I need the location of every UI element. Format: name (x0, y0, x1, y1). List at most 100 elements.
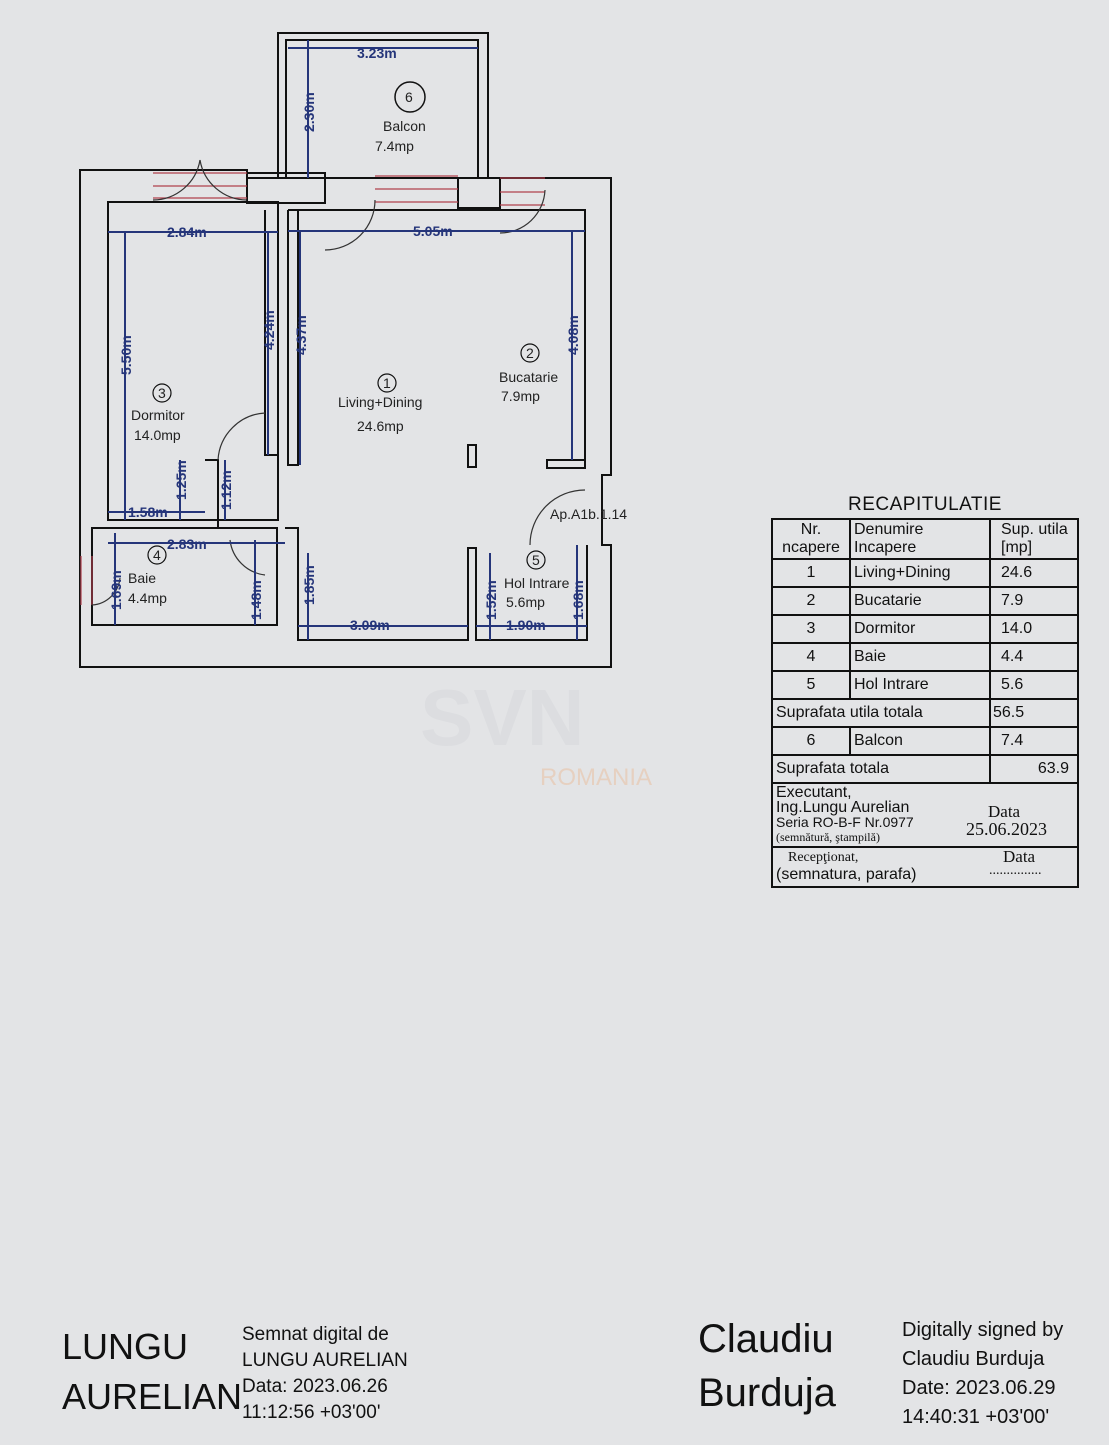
dim-dormitor-length: 5.50m (118, 335, 134, 375)
engineer-serie: Seria RO-B-F Nr.0977 (776, 814, 914, 830)
signer-right-name1: Claudiu (698, 1317, 834, 1361)
receptionat-note: (semnatura, parafa) (776, 866, 917, 883)
room-labels: 6 Balcon 7.4mp 1 Living+Dining 24.6mp 2 … (128, 81, 627, 610)
windows (80, 172, 545, 605)
dim-living-width: 5.05m (413, 223, 453, 239)
apartment-id: Ap.A1b.1.14 (550, 506, 627, 522)
engineer-name: Ing.Lungu Aurelian (776, 799, 910, 816)
room-5-area: 5.6mp (506, 594, 545, 610)
header-name: Denumire Incapere (849, 518, 991, 560)
dim-balcon-depth: 2.30m (301, 92, 317, 132)
cell-nr: 6 (771, 726, 851, 756)
dim-309: 3.09m (350, 617, 390, 633)
cell-area: 7.9 (989, 586, 1079, 616)
sig-right-line3: Date: 2023.06.29 (902, 1377, 1056, 1399)
data-value: 25.06.2023 (966, 819, 1047, 839)
subtotal-value: 56.5 (989, 698, 1079, 728)
cell-name: Hol Intrare (849, 670, 991, 700)
signature-right-name: Claudiu Burduja (698, 1312, 836, 1420)
sig-right-line1: Digitally signed by (902, 1319, 1064, 1341)
dim-169: 1.69m (108, 570, 124, 610)
dim-168: 1.68m (570, 580, 586, 620)
sig-left-line2: LUNGU AURELIAN (242, 1350, 408, 1371)
dim-148: 1.48m (248, 580, 264, 620)
dim-125: 1.25m (173, 460, 189, 500)
data-blank: ............... (989, 863, 1042, 878)
receptionat-label: Recepţionat, (788, 850, 859, 865)
cell-name: Dormitor (849, 614, 991, 644)
cell-area: 14.0 (989, 614, 1079, 644)
data-label: Data (988, 802, 1021, 821)
sig-right-line4: 14:40:31 +03'00' (902, 1406, 1050, 1428)
dim-152: 1.52m (483, 580, 499, 620)
sig-left-line4: 11:12:56 +03'00' (242, 1402, 381, 1423)
sig-left-line3: Data: 2023.06.26 (242, 1376, 388, 1397)
dim-190: 1.90m (506, 617, 546, 633)
sig-left-line1: Semnat digital de (242, 1324, 389, 1345)
total-value: 63.9 (989, 754, 1079, 784)
header-nr: Nr. ncapere (771, 518, 851, 560)
cell-nr: 5 (771, 670, 851, 700)
recapitulation-table: RECAPITULATIE Nr. ncapere Denumire Incap… (771, 494, 1079, 888)
signature-left-name: LUNGU AURELIAN (62, 1322, 242, 1422)
cell-name: Living+Dining (849, 558, 991, 588)
signature-right-details: Digitally signed by Claudiu Burduja Date… (902, 1316, 1063, 1432)
dim-185: 1.85m (301, 565, 317, 605)
dimension-labels: 3.23m 2.30m 2.84m 5.05m 5.50m 4.24m 4.37… (108, 45, 586, 633)
cell-name: Baie (849, 642, 991, 672)
door-swings (91, 159, 586, 606)
subtotal-label: Suprafata utila totala (771, 698, 991, 728)
signer-right-name2: Burduja (698, 1371, 836, 1415)
header-area: Sup. utila [mp] (989, 518, 1079, 560)
room-1-nr: 1 (383, 375, 391, 391)
room-2-area: 7.9mp (501, 388, 540, 404)
sig-right-line2: Claudiu Burduja (902, 1348, 1045, 1370)
room-4-nr: 4 (153, 547, 161, 563)
watermark-logo: SVN ROMANIA (420, 672, 652, 792)
dimension-lines (108, 40, 587, 640)
cell-nr: 4 (771, 642, 851, 672)
dim-437: 4.37m (293, 315, 309, 355)
data-label-2: Data (1003, 847, 1036, 866)
signature-left-details: Semnat digital de LUNGU AURELIAN Data: 2… (242, 1322, 408, 1426)
room-2-name: Bucatarie (499, 369, 558, 385)
executant-row: Executant, Ing.Lungu Aurelian Seria RO-B… (771, 782, 1079, 848)
dim-158: 1.58m (128, 504, 168, 520)
executant-label: Executant, (776, 784, 852, 801)
watermark-sub: ROMANIA (540, 764, 653, 791)
cell-area: 4.4 (989, 642, 1079, 672)
room-6-name: Balcon (383, 118, 426, 134)
room-1-area: 24.6mp (357, 418, 404, 434)
dim-112: 1.12m (218, 470, 234, 510)
dim-baie-width: 2.83m (167, 536, 207, 552)
room-1-name: Living+Dining (338, 394, 422, 410)
room-5-nr: 5 (532, 552, 540, 568)
cell-area: 24.6 (989, 558, 1079, 588)
cell-name: Balcon (849, 726, 991, 756)
room-2-nr: 2 (526, 345, 534, 361)
receptionat-row: Recepţionat, (semnatura, parafa) Data ..… (771, 846, 1079, 888)
room-6-nr: 6 (405, 89, 413, 105)
dim-balcon-width: 3.23m (357, 45, 397, 61)
signer-left-name1: LUNGU (62, 1326, 189, 1367)
dim-424: 4.24m (261, 310, 277, 350)
cell-nr: 2 (771, 586, 851, 616)
room-6-area: 7.4mp (375, 138, 414, 154)
cell-area: 7.4 (989, 726, 1079, 756)
dim-dormitor-width: 2.84m (167, 224, 207, 240)
room-3-area: 14.0mp (134, 427, 181, 443)
room-4-name: Baie (128, 570, 156, 586)
cell-nr: 3 (771, 614, 851, 644)
watermark-brand: SVN (420, 673, 585, 762)
room-5-name: Hol Intrare (504, 575, 570, 591)
cell-name: Bucatarie (849, 586, 991, 616)
